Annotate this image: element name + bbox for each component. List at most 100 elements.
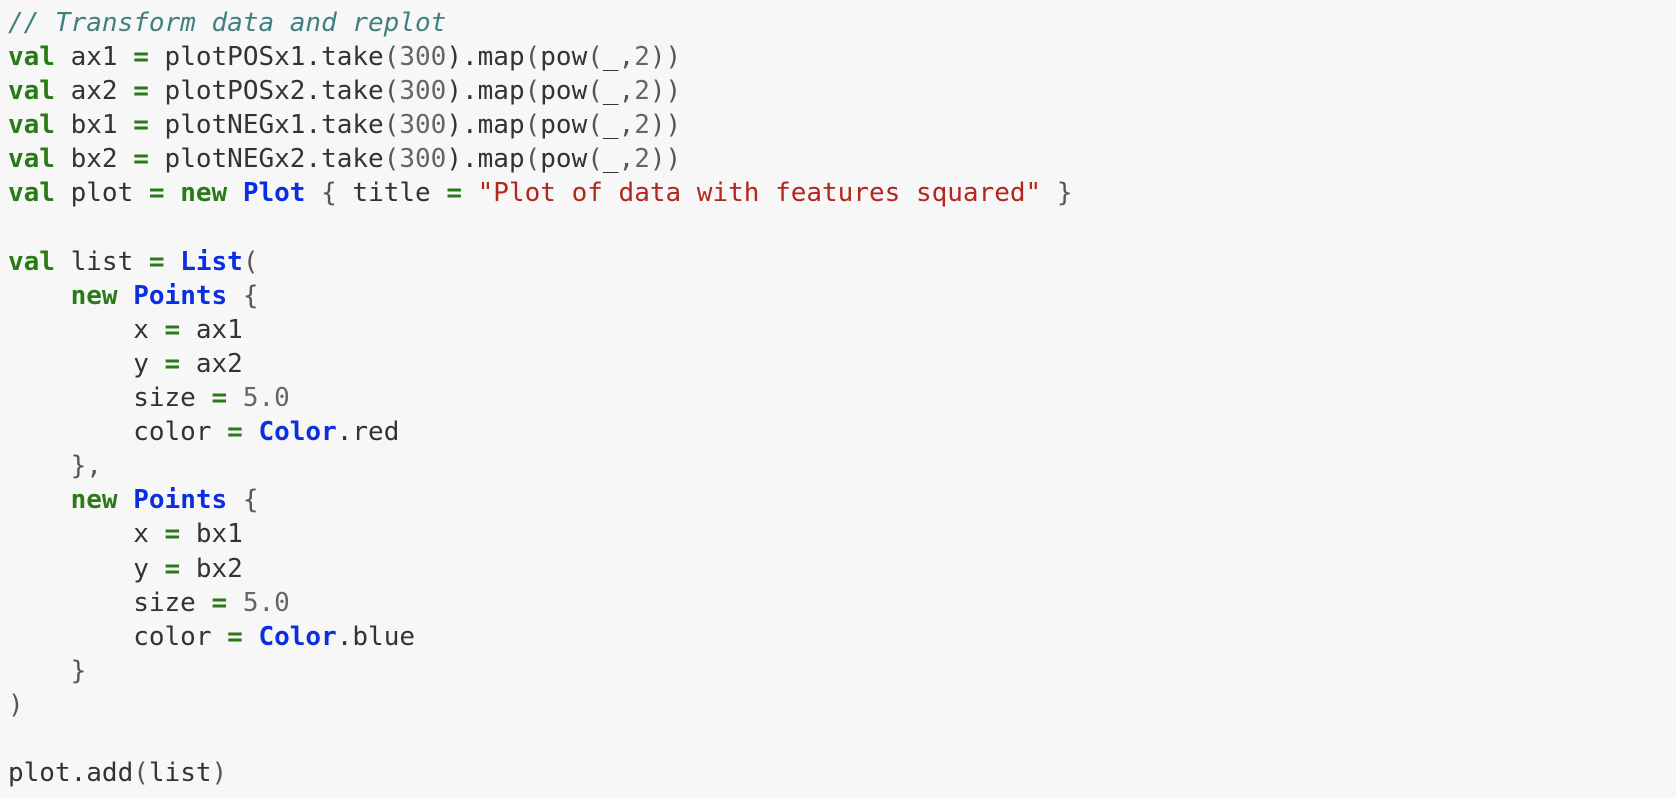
code-token-ident: color [8, 621, 228, 652]
code-token-kw: val [8, 110, 55, 141]
code-token-kw: val [8, 144, 55, 175]
code-token-ident: .blue [336, 621, 416, 652]
code-token-type: Points [133, 280, 228, 311]
code-token-punc: ( [587, 144, 603, 175]
code-token-kw: val [8, 246, 55, 277]
code-line[interactable]: // Transform data and replot [8, 6, 1676, 40]
code-token-ident [118, 281, 134, 311]
code-line[interactable]: ) [8, 688, 1676, 722]
code-token-ident: color [8, 417, 228, 448]
code-token-ident: .red [336, 417, 400, 448]
code-token-ident: list [148, 758, 212, 789]
code-token-ident: y [8, 348, 165, 379]
code-line[interactable]: plot.add(list) [8, 756, 1676, 790]
code-token-punc: ( [524, 42, 541, 73]
code-token-ident: ax2 [54, 76, 134, 107]
code-token-type: Color [258, 417, 337, 448]
code-line[interactable] [8, 211, 1676, 245]
code-token-punc: ( [524, 144, 541, 175]
code-token-ident: size [8, 587, 212, 618]
code-token-punc: )) [649, 76, 682, 107]
code-token-punc: )) [649, 42, 682, 73]
code-token-ident: ax2 [180, 348, 243, 379]
code-token-num: 2 [634, 144, 650, 175]
code-token-num: 2 [634, 76, 650, 107]
code-token-punc: ( [524, 76, 541, 107]
code-token-ident: list [54, 246, 149, 277]
code-token-punc: ( [587, 76, 603, 107]
code-line[interactable] [8, 722, 1676, 756]
code-line[interactable]: color = Color.blue [8, 620, 1676, 654]
code-token-punc: { [227, 280, 259, 311]
code-line[interactable]: new Points { [8, 279, 1676, 313]
code-token-ident: ).map [446, 110, 525, 141]
code-line[interactable]: size = 5.0 [8, 586, 1676, 620]
code-token-ident: plotNEGx2.take [148, 144, 384, 175]
code-line[interactable]: }, [8, 449, 1676, 483]
code-token-ident: pow [540, 144, 588, 175]
code-token-kw: new [70, 485, 118, 516]
code-token-ident [227, 383, 243, 413]
code-token-ident: y [8, 553, 165, 584]
code-token-op: = [164, 553, 181, 584]
code-token-ident: ).map [446, 144, 525, 175]
code-line[interactable]: y = bx2 [8, 552, 1676, 586]
code-token-punc: } [8, 655, 87, 686]
code-token-kw: new [70, 280, 118, 311]
code-token-punc: , [618, 42, 635, 73]
code-line[interactable]: size = 5.0 [8, 381, 1676, 415]
code-token-op: = [133, 110, 149, 141]
code-token-ident: ax1 [54, 42, 134, 73]
code-token-ident: ).map [446, 76, 525, 107]
code-token-punc: }, [8, 451, 102, 482]
code-token-ident: ).map [446, 42, 525, 73]
code-line[interactable]: y = ax2 [8, 347, 1676, 381]
code-token-num: 300 [399, 144, 447, 175]
code-token-ident: plot [54, 178, 149, 209]
code-token-op: = [164, 348, 181, 379]
code-token-punc: { [227, 485, 259, 516]
code-line[interactable]: x = ax1 [8, 313, 1676, 347]
code-token-punc: ( [242, 246, 259, 277]
code-line[interactable]: val plot = new Plot { title = "Plot of d… [8, 176, 1676, 210]
code-line[interactable]: val bx2 = plotNEGx2.take(300).map(pow(_,… [8, 142, 1676, 176]
code-line[interactable]: x = bx1 [8, 517, 1676, 551]
code-token-ident: x [8, 519, 165, 550]
code-token-punc: ( [524, 110, 541, 141]
code-token-punc: ( [383, 76, 400, 107]
code-token-num: 300 [399, 76, 447, 107]
code-token-type: Color [258, 621, 337, 652]
code-token-op: = [211, 383, 228, 414]
code-token-ident [8, 485, 71, 515]
code-token-kw: new [180, 178, 228, 209]
code-token-punc: { [305, 178, 353, 209]
code-token-num: 2 [634, 110, 650, 141]
code-token-num: 5.0 [242, 587, 290, 618]
code-token-ident: bx2 [180, 553, 243, 584]
code-token-ident [165, 178, 181, 208]
code-token-op: = [148, 246, 165, 277]
code-token-num: 300 [399, 42, 447, 73]
code-token-op: = [227, 621, 243, 652]
code-token-kw: val [8, 76, 55, 107]
code-token-ident: plot.add [8, 758, 134, 789]
code-token-punc: ( [383, 110, 400, 141]
code-token-ident [243, 417, 259, 447]
code-line[interactable]: val ax1 = plotPOSx1.take(300).map(pow(_,… [8, 40, 1676, 74]
code-token-ident: bx1 [180, 519, 243, 550]
code-line[interactable]: color = Color.red [8, 415, 1676, 449]
code-line[interactable]: val list = List( [8, 245, 1676, 279]
code-token-ident: size [8, 383, 212, 414]
code-token-ident: _ [602, 144, 619, 175]
code-token-op: = [211, 587, 228, 618]
code-token-ident: title [352, 178, 447, 209]
code-line[interactable]: val ax2 = plotPOSx2.take(300).map(pow(_,… [8, 74, 1676, 108]
code-line[interactable]: new Points { [8, 483, 1676, 517]
code-token-ident [227, 178, 243, 208]
code-line[interactable]: val bx1 = plotNEGx1.take(300).map(pow(_,… [8, 108, 1676, 142]
code-token-punc: ( [587, 42, 603, 73]
code-line[interactable]: } [8, 654, 1676, 688]
code-token-punc: ( [383, 42, 400, 73]
code-token-op: = [164, 314, 181, 345]
